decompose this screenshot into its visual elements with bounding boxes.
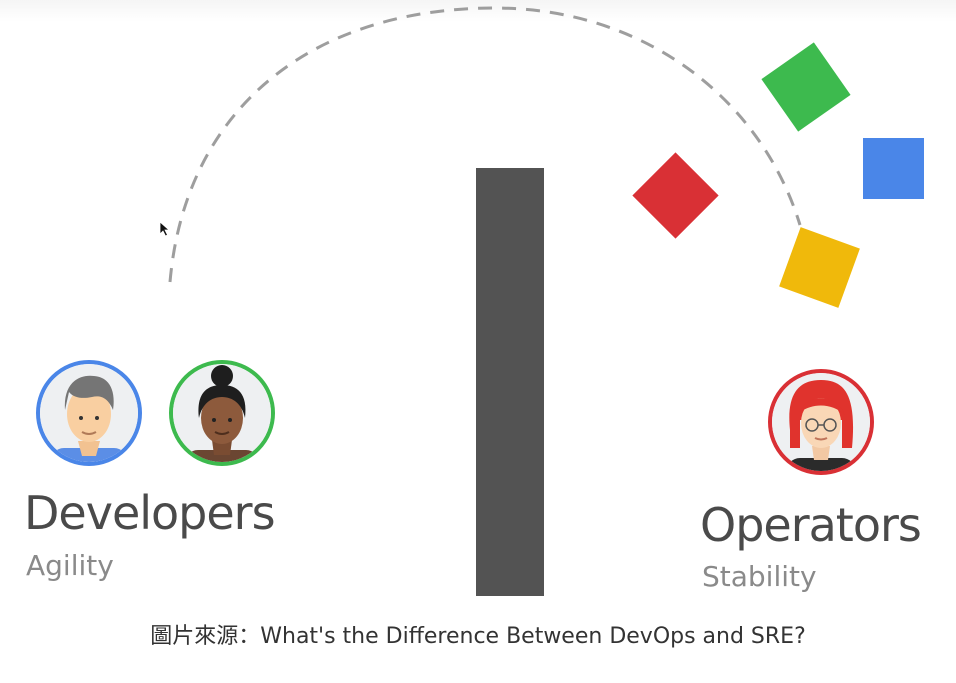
yellow-block (779, 227, 860, 308)
blue-block (863, 138, 924, 199)
operators-subtitle: Stability (702, 560, 817, 593)
throw-arc (168, 6, 802, 283)
green-block (761, 42, 851, 132)
caption-prefix: 圖片來源： (150, 624, 261, 649)
developer-avatar-man (36, 360, 142, 466)
developer-avatar-woman (169, 360, 275, 466)
red-block (632, 152, 719, 239)
developers-subtitle: Agility (26, 549, 114, 582)
cursor-icon (159, 221, 171, 237)
operators-title: Operators (700, 498, 922, 552)
diagram-stage: Developers Agility Operators Stability (0, 0, 956, 600)
caption-title: What's the Difference Between DevOps and… (260, 624, 806, 649)
diagram-art (36, 6, 924, 596)
operator-avatar-woman (768, 369, 874, 475)
developers-title: Developers (24, 486, 276, 540)
wall (476, 168, 544, 596)
image-source-caption: 圖片來源：What's the Difference Between DevOp… (0, 618, 956, 650)
